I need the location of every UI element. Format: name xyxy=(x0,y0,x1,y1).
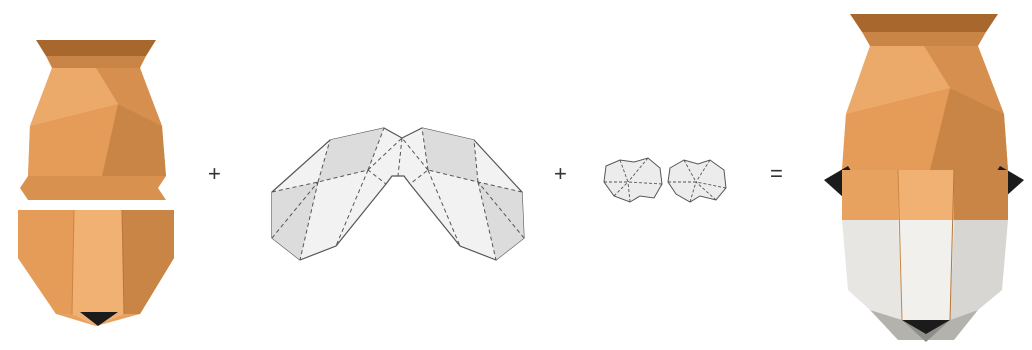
finished-head xyxy=(818,10,1030,346)
plus-operator-2: + xyxy=(554,163,567,185)
muzzle-template-figure xyxy=(264,122,534,270)
ear-template-right xyxy=(668,160,726,202)
muzzle-template xyxy=(264,122,534,270)
finished-head-figure xyxy=(818,10,1030,346)
orange-head-base xyxy=(14,38,179,330)
plus-operator-1: + xyxy=(208,163,221,185)
ear-template-left xyxy=(604,158,662,202)
ear-templates-figure xyxy=(600,154,730,206)
equals-operator: = xyxy=(770,163,783,185)
ear-templates xyxy=(600,154,730,206)
orange-head-base-figure xyxy=(14,38,179,330)
